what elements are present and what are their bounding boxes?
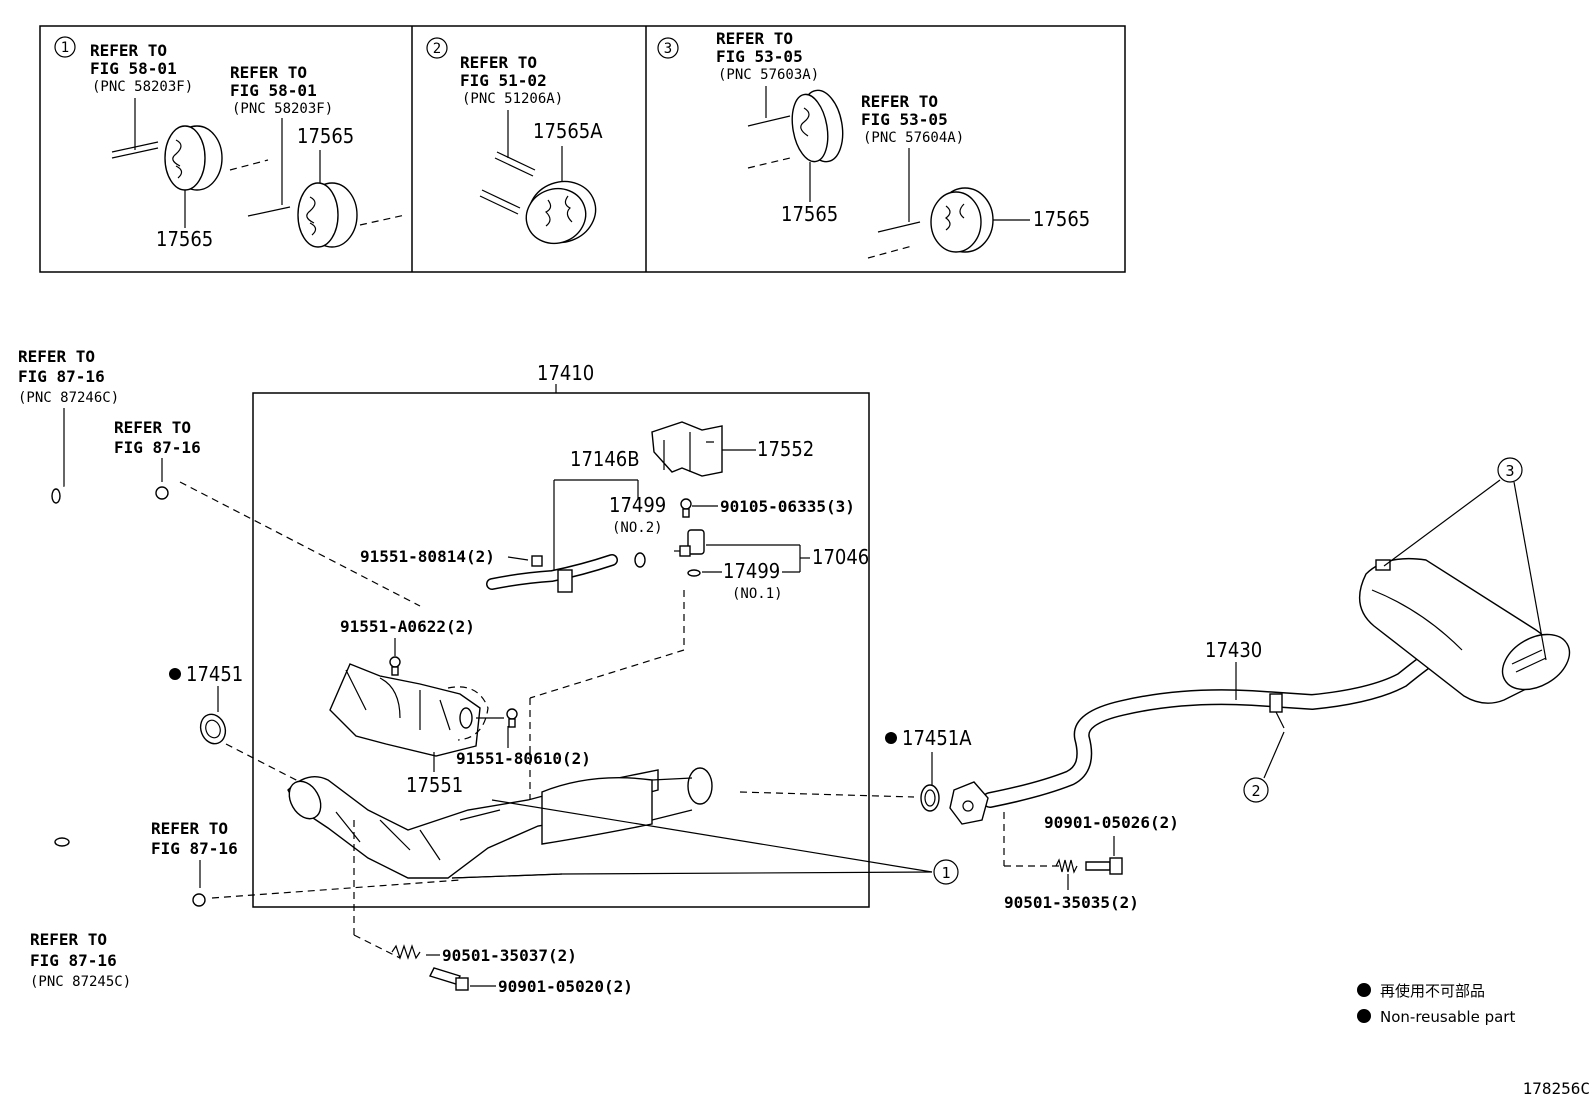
non-reusable-dot (169, 668, 181, 680)
inset-3-ref-b-line3: (PNC 57604A) (863, 130, 964, 146)
ref-lower-left-line3: (PNC 87245C) (30, 974, 131, 990)
hose-clamp-icon (155, 486, 169, 500)
part-17430: 17430 (1205, 638, 1262, 662)
stud-spring-icon (391, 944, 421, 960)
bypass-pipe-icon (486, 554, 618, 593)
part-17499-no2: 17499 (609, 493, 666, 517)
inset-2-number: 2 (433, 41, 441, 57)
gasket-ring-icon (199, 713, 227, 745)
inset-1: 1 REFER TO FIG 58-01 (PNC 58203F) REFER … (54, 36, 406, 251)
inset-2: 2 REFER TO FIG 51-02 (PNC 51206A) 17565A (426, 37, 603, 245)
legend-dot (1357, 983, 1371, 997)
inset-3-number: 3 (664, 41, 672, 57)
part-90501-35035: 90501-35035(2) (1004, 893, 1139, 912)
part-91551-80610: 91551-80610(2) (456, 749, 591, 768)
water-hose-icon (54, 837, 187, 911)
bolt-icon (506, 708, 518, 728)
inset-3: 3 REFER TO FIG 53-05 (PNC 57603A) REFER … (657, 29, 1090, 259)
inset-1-ref-b-line1: REFER TO (230, 63, 307, 82)
part-90901-05020: 90901-05020(2) (498, 977, 633, 996)
part-17499-no1-sub: (NO.1) (732, 586, 783, 602)
heat-insulator-icon (651, 421, 723, 477)
inset-3-part-left: 17565 (781, 202, 838, 226)
exhaust-front-pipe-icon (287, 767, 713, 879)
ref-lower-left-line2: FIG 87-16 (30, 951, 117, 970)
water-hose-icon (51, 485, 153, 510)
inset-1-number: 1 (61, 40, 69, 56)
bolt-icon (389, 656, 401, 676)
gasket-ring-icon (920, 784, 940, 812)
legend-jp: 再使用不可部品 (1380, 982, 1485, 1000)
callout-1: 1 (941, 864, 950, 882)
heat-shield-icon (329, 663, 489, 757)
inset-2-ref-line2: FIG 51-02 (460, 71, 547, 90)
ref-lower-clamp-line2: FIG 87-16 (151, 839, 238, 858)
ref-upper-left-line2: FIG 87-16 (18, 367, 105, 386)
inset-2-ref-line1: REFER TO (460, 53, 537, 72)
stud-spring-icon (1055, 858, 1078, 874)
legend-en: Non-reusable part (1380, 1008, 1515, 1026)
inset-3-ref-a-line1: REFER TO (716, 29, 793, 48)
part-91551-a0622: 91551-A0622(2) (340, 617, 475, 636)
gasket-icon (687, 569, 701, 577)
ref-lower-left-line1: REFER TO (30, 930, 107, 949)
figure-id: 178256C (1523, 1079, 1590, 1098)
part-17551: 17551 (406, 773, 463, 797)
part-90105-06335: 90105-06335(3) (720, 497, 855, 516)
inset-1-part-bottom: 17565 (156, 227, 213, 251)
rubber-hanger-icon (297, 182, 358, 248)
part-17552: 17552 (757, 437, 814, 461)
part-17451: 17451 (186, 662, 243, 686)
ref-upper-clamp-line1: REFER TO (114, 418, 191, 437)
tail-pipe-icon (949, 652, 1436, 825)
inset-frame (39, 25, 1126, 273)
o-ring-icon (634, 552, 646, 568)
inset-1-ref-a-line1: REFER TO (90, 41, 167, 60)
inset-3-ref-a-line2: FIG 53-05 (716, 47, 803, 66)
ref-upper-left-line1: REFER TO (18, 347, 95, 366)
inset-2-ref-line3: (PNC 51206A) (462, 91, 563, 107)
inset-1-ref-b-line3: (PNC 58203F) (232, 101, 333, 117)
inset-3-ref-b-line2: FIG 53-05 (861, 110, 948, 129)
bolt-icon (429, 967, 469, 991)
inset-1-ref-a-line2: FIG 58-01 (90, 59, 177, 78)
part-90901-05026: 90901-05026(2) (1044, 813, 1179, 832)
non-reusable-dot (885, 732, 897, 744)
inset-1-ref-b-line2: FIG 58-01 (230, 81, 317, 100)
rubber-hanger-icon (930, 187, 994, 253)
inset-1-ref-a-line3: (PNC 58203F) (92, 79, 193, 95)
bolt-icon (680, 498, 692, 518)
part-17146b: 17146B (570, 447, 640, 471)
bolt-icon (1085, 857, 1123, 875)
assembly-frame (252, 392, 870, 908)
part-91551-80814: 91551-80814(2) (360, 547, 495, 566)
ref-upper-clamp-line2: FIG 87-16 (114, 438, 201, 457)
hanger-bracket-icon (1269, 693, 1285, 729)
callout-3: 3 (1505, 462, 1514, 480)
inset-2-part: 17565A (533, 119, 603, 143)
part-17499-no2-sub: (NO.2) (612, 520, 663, 536)
part-90501-35037: 90501-35037(2) (442, 946, 577, 965)
rubber-hanger-icon (791, 89, 844, 163)
inset-3-ref-a-line3: (PNC 57603A) (718, 67, 819, 83)
inset-1-part-top: 17565 (297, 124, 354, 148)
rubber-hanger-icon (164, 125, 223, 191)
legend-dot (1357, 1009, 1371, 1023)
part-17499-no1: 17499 (723, 559, 780, 583)
callout-2: 2 (1251, 782, 1260, 800)
part-17046: 17046 (812, 545, 869, 569)
rubber-hanger-icon (525, 180, 597, 245)
hose-clamp-icon (192, 893, 206, 907)
ref-upper-left-line3: (PNC 87246C) (18, 390, 119, 406)
muffler-icon (1358, 557, 1571, 704)
inset-3-ref-b-line1: REFER TO (861, 92, 938, 111)
temperature-sensor-icon (674, 529, 705, 557)
ref-lower-clamp-line1: REFER TO (151, 819, 228, 838)
inset-3-part-right: 17565 (1033, 207, 1090, 231)
assembly-number: 17410 (537, 361, 594, 385)
part-17451a: 17451A (902, 726, 972, 750)
